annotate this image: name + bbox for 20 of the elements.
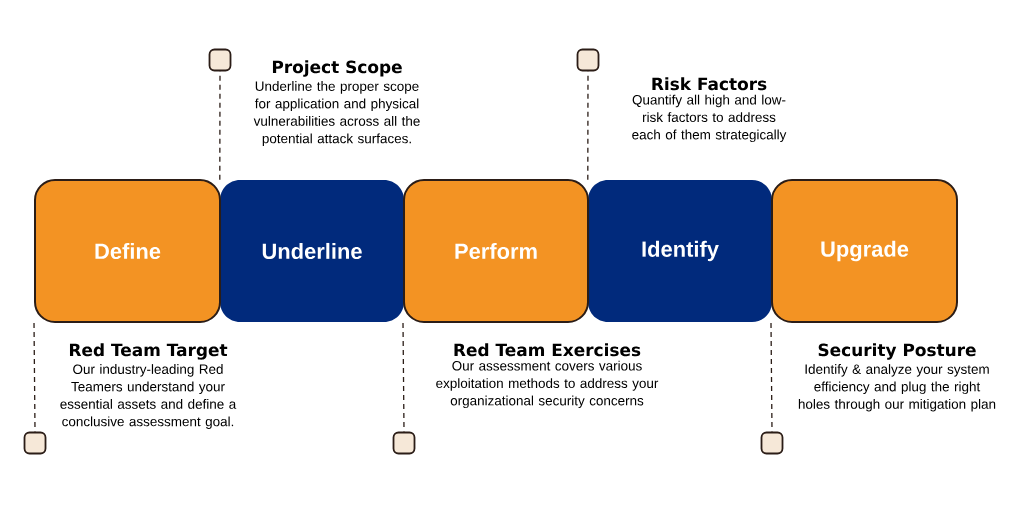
dashed-connector <box>770 322 773 433</box>
step-heading: Risk Factors <box>652 77 767 91</box>
dashed-connector <box>33 322 36 433</box>
step-box: Define <box>34 179 221 323</box>
dashed-connector <box>402 322 405 433</box>
step-box: Upgrade <box>771 179 958 323</box>
step-description: Identify & analyze your system efficiency and plug the right holes through our mitigation plan <box>798 364 996 412</box>
step-description: Our assessment covers various exploitation methods to address your organizational security concerns <box>436 360 659 409</box>
step-heading: Red Team Exercises <box>454 343 641 357</box>
dashed-connector <box>587 70 589 181</box>
step-heading: Project Scope <box>272 60 402 77</box>
step-description: Our industry-leading Red Teamers understand your essential assets and define a conclusive assessment goal. <box>60 364 237 429</box>
step-description: Quantify all high and low-risk factors to address each of them strategically <box>632 94 787 143</box>
dashed-connector <box>219 70 221 181</box>
step-description: Underline the proper scope for application and physical vulnerabilities across all the potential attack surfaces. <box>253 81 420 146</box>
step-heading: Red Team Target <box>70 343 228 360</box>
step-box: Perform <box>403 179 589 323</box>
step-box: Identify <box>588 180 772 322</box>
step-box: Underline <box>220 180 404 322</box>
step-heading: Security Posture <box>818 343 976 360</box>
